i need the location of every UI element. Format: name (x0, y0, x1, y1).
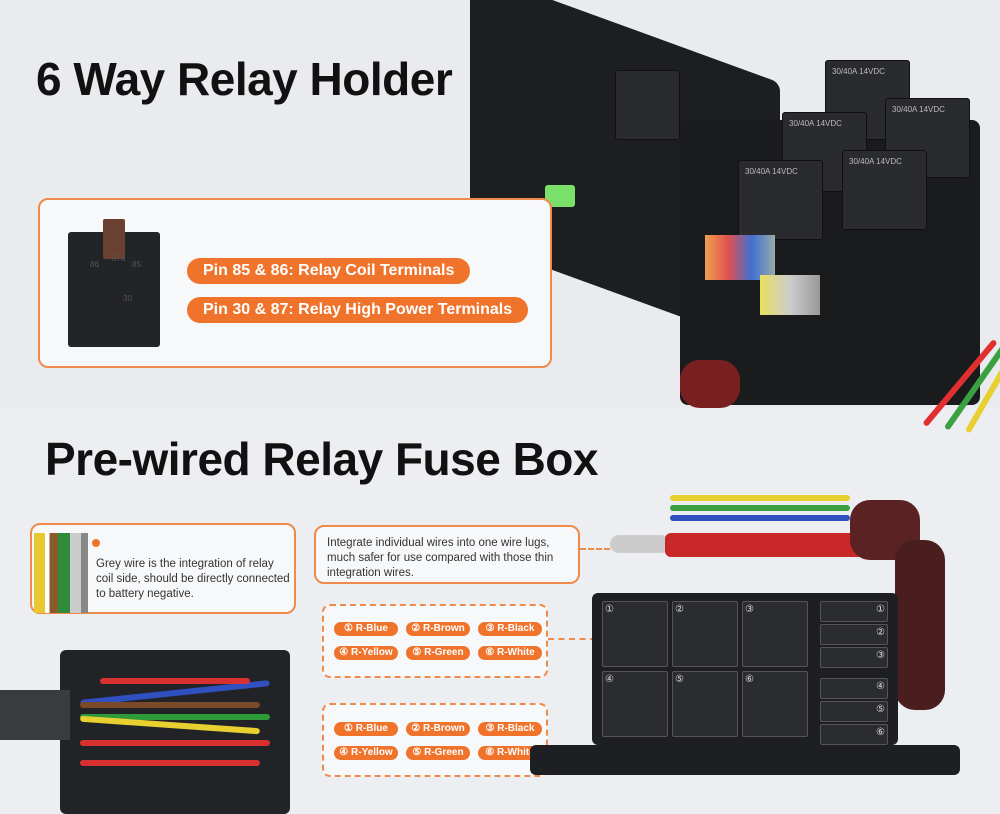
wire-color-chip: ⑤ R-Green (406, 646, 470, 660)
wire-group-bottom (322, 703, 548, 777)
slot-number: ③ (876, 650, 885, 661)
grey-wire-note: Grey wire is the integration of relay co… (96, 558, 290, 600)
group-connector-line (548, 638, 596, 640)
slot-number: ② (675, 604, 684, 615)
wire-color-chip: ① R-Blue (334, 622, 398, 636)
wire-bundle-image (34, 533, 94, 613)
wire-color-chip: ⑤ R-Green (406, 746, 470, 760)
slot-number: ⑤ (675, 674, 684, 685)
lug-connector-line (580, 548, 610, 550)
wire-color-chip: ⑥ R-White (478, 746, 542, 760)
slot-number: ⑥ (745, 674, 754, 685)
cable-sleeve (0, 690, 70, 740)
lug-note: Integrate individual wires into one wire… (327, 537, 554, 579)
relay-slot: ⑤ (672, 671, 738, 737)
relay-slot: ① (602, 601, 668, 667)
slot-number: ④ (876, 681, 885, 692)
wire-color-chip: ③ R-Black (478, 622, 542, 636)
wire-harness (680, 360, 740, 408)
pin-power-label: Pin 30 & 87: Relay High Power Terminals (187, 297, 529, 323)
wire-color-chip: ④ R-Yellow (334, 746, 398, 760)
grey-wire-marker (92, 539, 100, 547)
slot-number: ① (605, 604, 614, 615)
relay-slot: ⑥ (742, 671, 808, 737)
wire (100, 678, 250, 684)
spare-relay (615, 70, 680, 140)
relay-module: 30/40A 14VDC (738, 160, 823, 240)
relay-holder-title: 6 Way Relay Holder (36, 53, 453, 105)
wire-color-chip: ⑥ R-White (478, 646, 542, 660)
wire (80, 740, 270, 746)
fuse-slot: ② (820, 624, 888, 645)
wire (670, 495, 850, 501)
relay-slot: ② (672, 601, 738, 667)
braided-sleeve (895, 540, 945, 710)
red-cable (665, 533, 865, 557)
slot-number: ⑥ (876, 727, 885, 738)
spare-fuse (545, 185, 575, 207)
slot-number: ① (876, 604, 885, 615)
wire-color-chip: ③ R-Black (478, 722, 542, 736)
wire-color-chip: ④ R-Yellow (334, 646, 398, 660)
wire (80, 714, 270, 720)
slot-number: ⑤ (876, 704, 885, 715)
relay-slot: ④ (602, 671, 668, 737)
pin-label: 85 (132, 260, 141, 269)
fuse-slot: ④ (820, 678, 888, 699)
fuse-slot: ⑤ (820, 701, 888, 722)
wire (670, 505, 850, 511)
fuses (705, 235, 775, 280)
wire-color-chip: ② R-Brown (406, 722, 470, 736)
wire (670, 515, 850, 521)
pin-label: 87a (112, 254, 126, 263)
fuse-slot: ⑥ (820, 724, 888, 745)
wire-group-top (322, 604, 548, 678)
wired-box-image (60, 650, 290, 814)
fuse-slot: ③ (820, 647, 888, 668)
lug-card: Integrate individual wires into one wire… (314, 525, 580, 584)
slot-number: ④ (605, 674, 614, 685)
wire (80, 702, 260, 708)
grey-wire-card: Grey wire is the integration of relay co… (30, 523, 296, 614)
pin-label: 30 (123, 294, 132, 303)
fuse-box-title: Pre-wired Relay Fuse Box (45, 433, 598, 485)
pin-coil-label: Pin 85 & 86: Relay Coil Terminals (187, 258, 471, 284)
fuse-box: ① ② ③ ④ ⑤ ⑥ ① ② ③ ④ ⑤ ⑥ (592, 593, 898, 745)
slot-number: ② (876, 627, 885, 638)
wire-color-chip: ① R-Blue (334, 722, 398, 736)
relay-image: 86 87a 85 30 (68, 219, 160, 347)
wire (80, 760, 260, 766)
relay-module: 30/40A 14VDC (842, 150, 927, 230)
slot-number: ③ (745, 604, 754, 615)
wire-lug (610, 535, 670, 553)
pin-label: 86 (90, 260, 99, 269)
mounting-bracket (530, 745, 960, 775)
relay-slot: ③ (742, 601, 808, 667)
fuse-slot: ① (820, 601, 888, 622)
fuses (760, 275, 820, 315)
relay-tab (103, 219, 125, 259)
wire-color-chip: ② R-Brown (406, 622, 470, 636)
